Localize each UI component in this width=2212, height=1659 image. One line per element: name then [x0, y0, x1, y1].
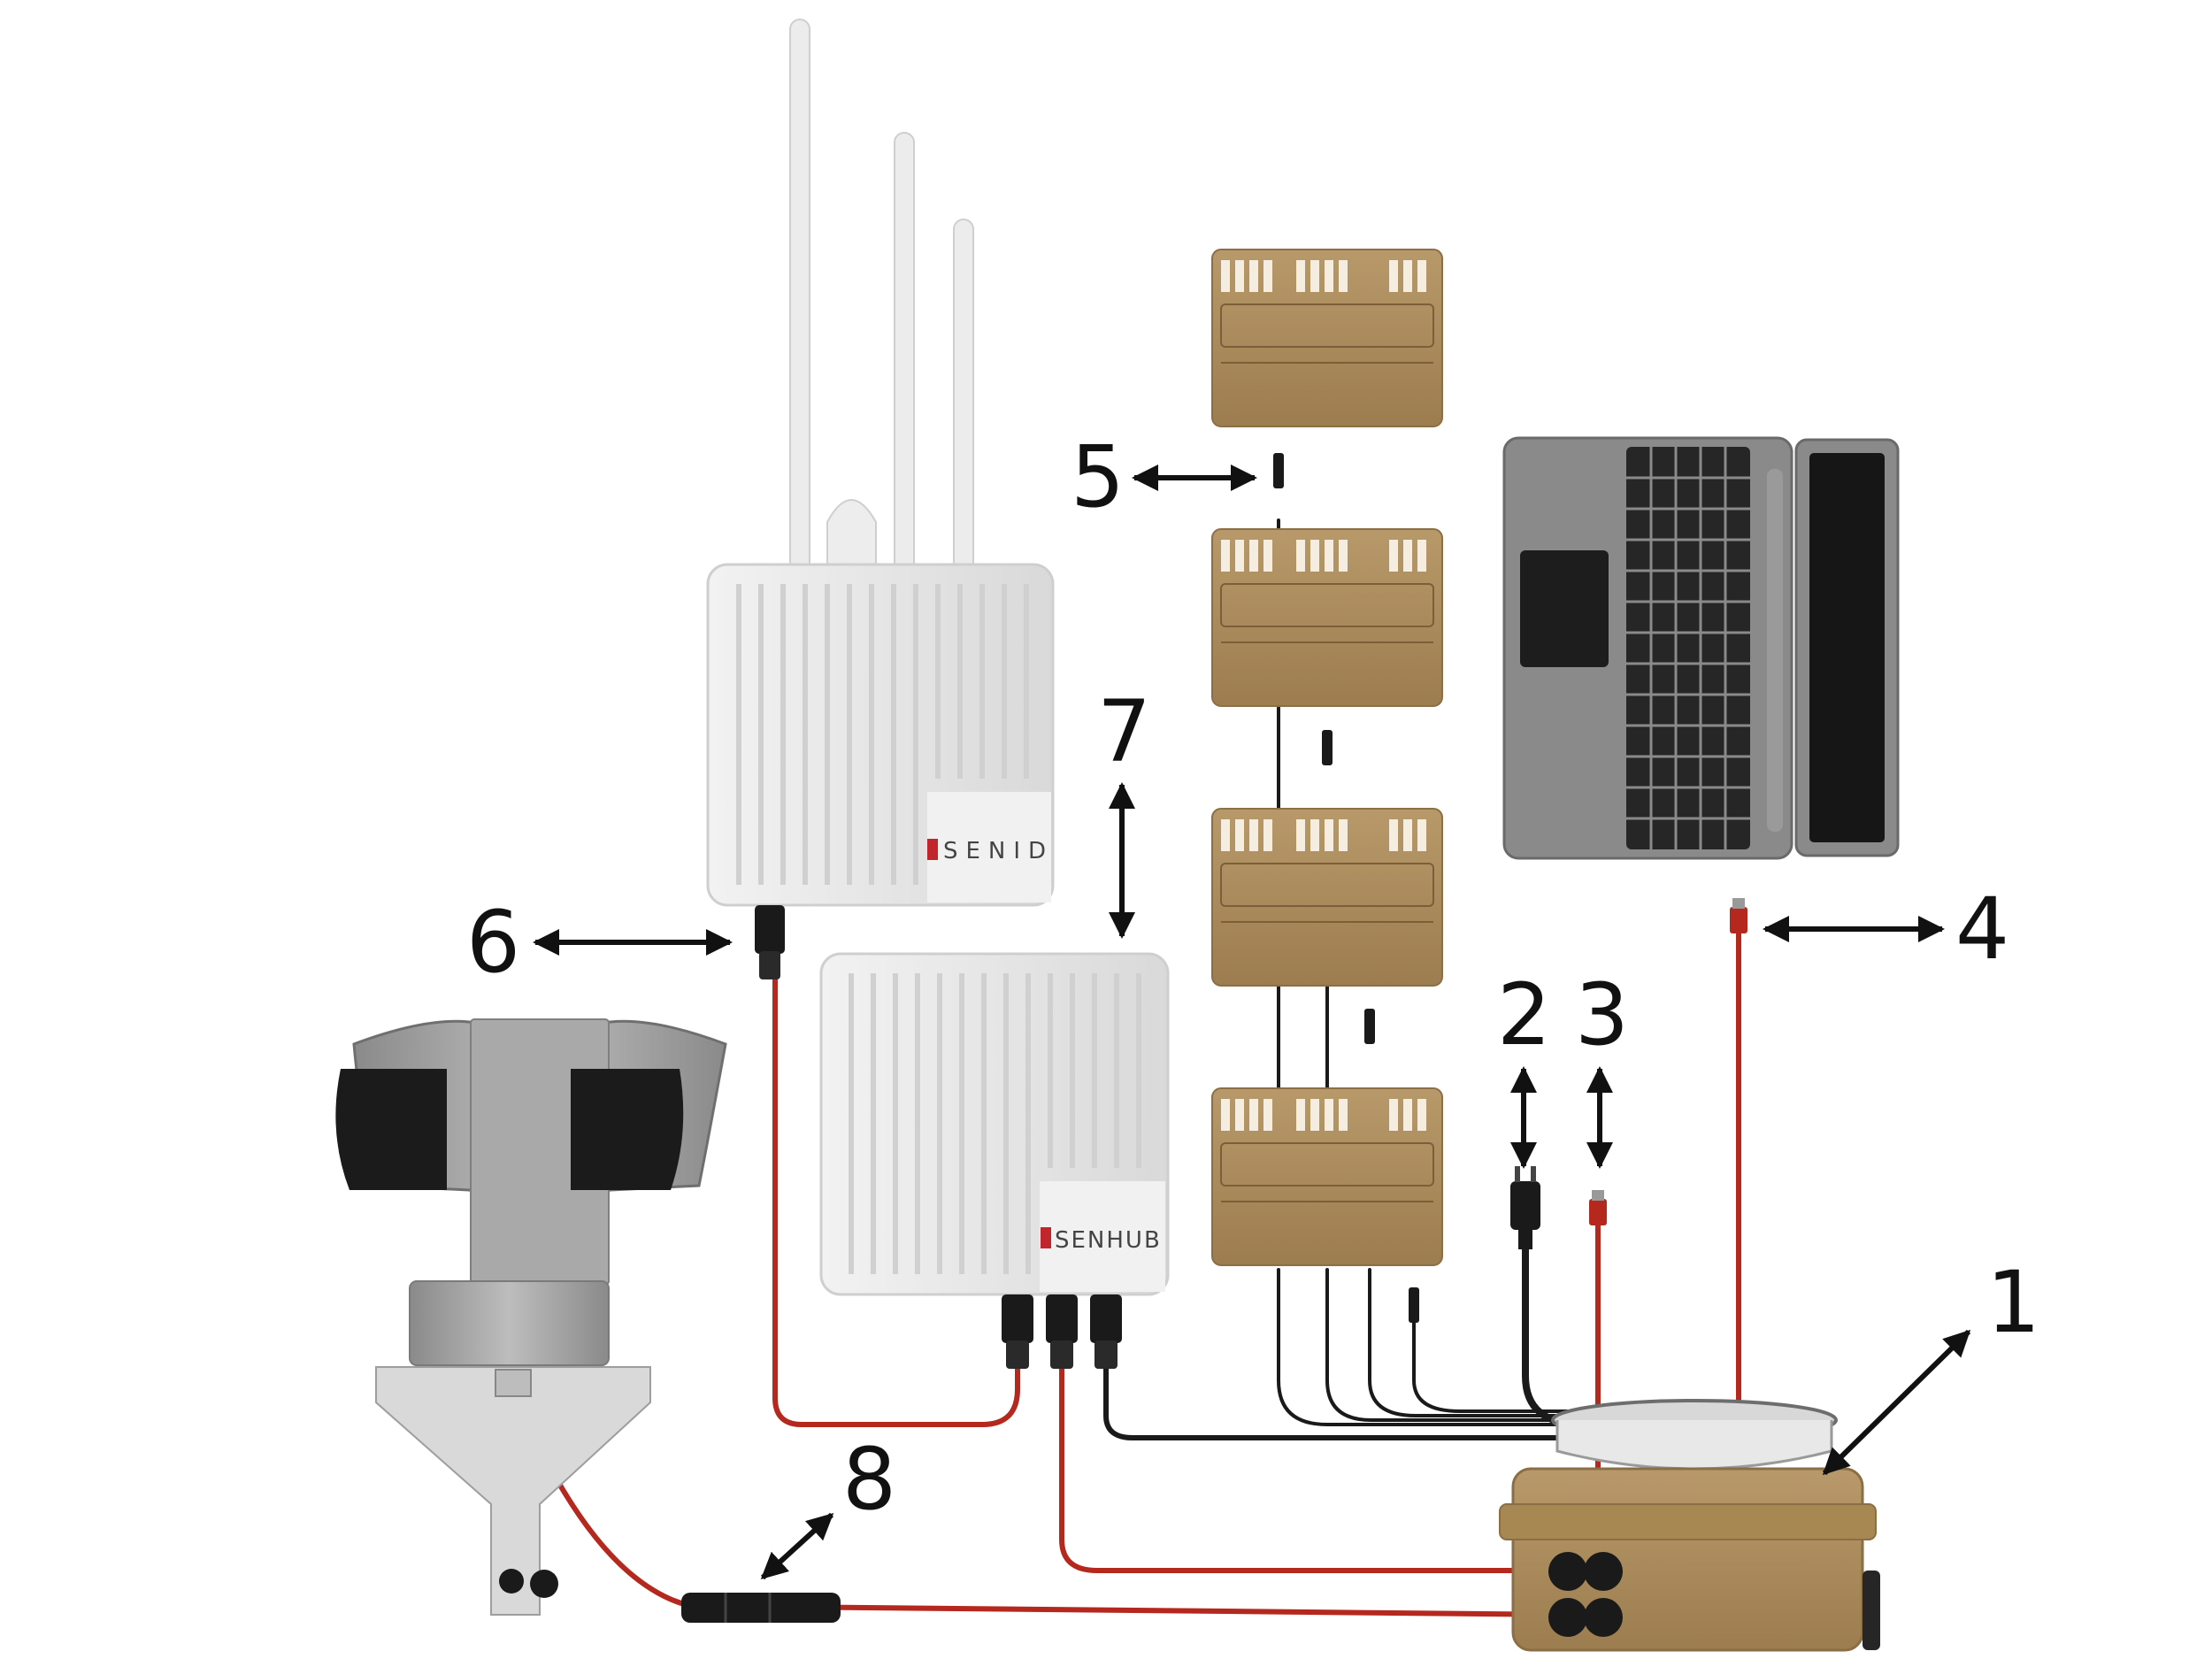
laptop-ethernet-plug-icon: [1730, 907, 1747, 933]
inline-connector: [681, 1593, 841, 1623]
hub-device: SENHUB: [819, 952, 1170, 1369]
label-5: 5: [1071, 427, 1125, 526]
arrows: [533, 465, 1971, 1580]
antenna-icon: [789, 19, 810, 587]
camera-lens-left: [335, 1069, 447, 1190]
cable-hub-enclosure-black: [1103, 1364, 1586, 1440]
laptop-touchpad: [1520, 550, 1609, 667]
laptop-screen: [1809, 453, 1885, 842]
label-1: 1: [1986, 1253, 2040, 1352]
gateway-logo-icon: [927, 839, 938, 860]
enclosure-ports: [1548, 1552, 1623, 1637]
cable-power-2: [1522, 1244, 1587, 1428]
camera-lens-right: [571, 1069, 684, 1190]
arrow-1: [1822, 1329, 1971, 1476]
laptop: [1502, 436, 1900, 860]
hub-brand: SENHUB: [1055, 1227, 1162, 1254]
sensor-module-2: [1211, 528, 1443, 707]
hub-logo-icon: [1041, 1227, 1051, 1248]
cable-gateway-hub: [772, 978, 1020, 1427]
label-4: 4: [1955, 879, 2009, 979]
arrow-8: [760, 1512, 834, 1580]
antenna-icon: [953, 219, 974, 587]
sensor-module-3: [1211, 808, 1443, 987]
sensor-modules: [1211, 249, 1443, 1266]
camera-mount: [375, 1366, 651, 1616]
sensor-module-1: [1211, 249, 1443, 427]
gps-dome-icon: [826, 499, 877, 567]
antenna-icon: [894, 132, 915, 587]
label-3: 3: [1575, 965, 1629, 1064]
label-6: 6: [466, 893, 520, 992]
laptop-keyboard: [1626, 447, 1750, 849]
label-8: 8: [842, 1430, 896, 1529]
power-enclosure: [1499, 1399, 1880, 1652]
ptz-camera: [335, 1018, 727, 1616]
cable-hub-enclosure: [1059, 1364, 1578, 1573]
gateway-device: SENID: [706, 19, 1055, 979]
sensor-module-4: [1211, 1087, 1443, 1266]
cable-camera-enclosure: [524, 1417, 1578, 1617]
label-2: 2: [1497, 965, 1551, 1064]
label-7: 7: [1097, 682, 1151, 781]
ethernet-plug-icon: [1589, 1199, 1607, 1225]
laptop-hinge: [1767, 469, 1783, 832]
number-labels: 1 2 3 4 5 6 7 8: [466, 427, 2040, 1529]
power-plug-icon: [1510, 1181, 1540, 1230]
gateway-brand: SENID: [943, 838, 1054, 864]
